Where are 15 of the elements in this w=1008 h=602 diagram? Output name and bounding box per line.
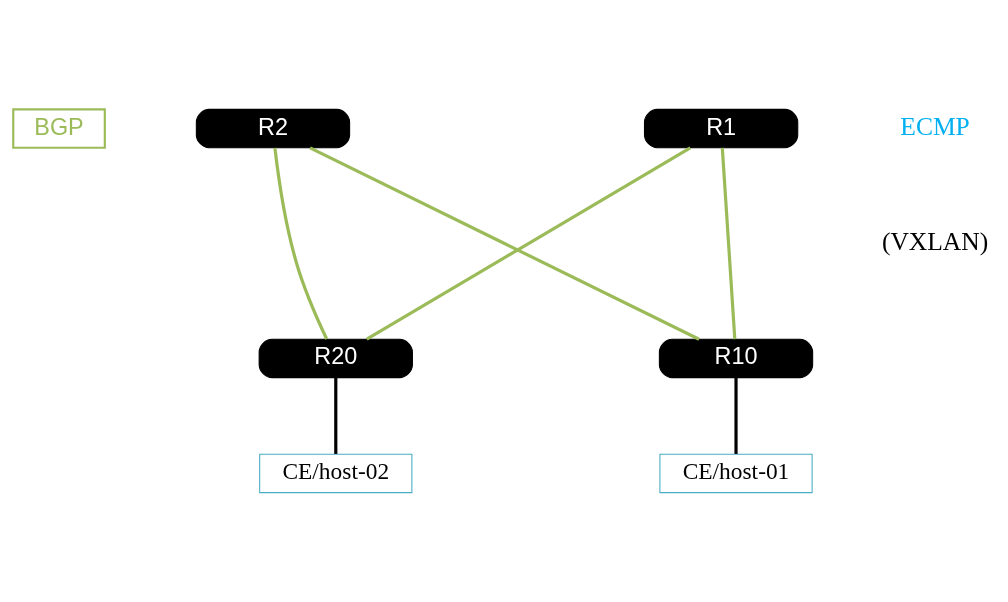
label: (VXLAN) (881, 227, 988, 257)
connector (308, 146, 700, 341)
node-box: CE/host-01 (658, 453, 813, 494)
node-box: R20 (258, 338, 413, 379)
connector (720, 147, 736, 340)
connector (365, 146, 691, 341)
label: ECMP (899, 112, 970, 142)
node-box: CE/host-02 (258, 453, 412, 494)
connector (333, 377, 337, 454)
node-box: R2 (195, 108, 350, 149)
node-box: BGP (11, 108, 106, 149)
connector (272, 147, 328, 340)
node-box: R10 (658, 338, 813, 379)
node-box: R1 (643, 108, 798, 149)
connector (733, 377, 738, 454)
